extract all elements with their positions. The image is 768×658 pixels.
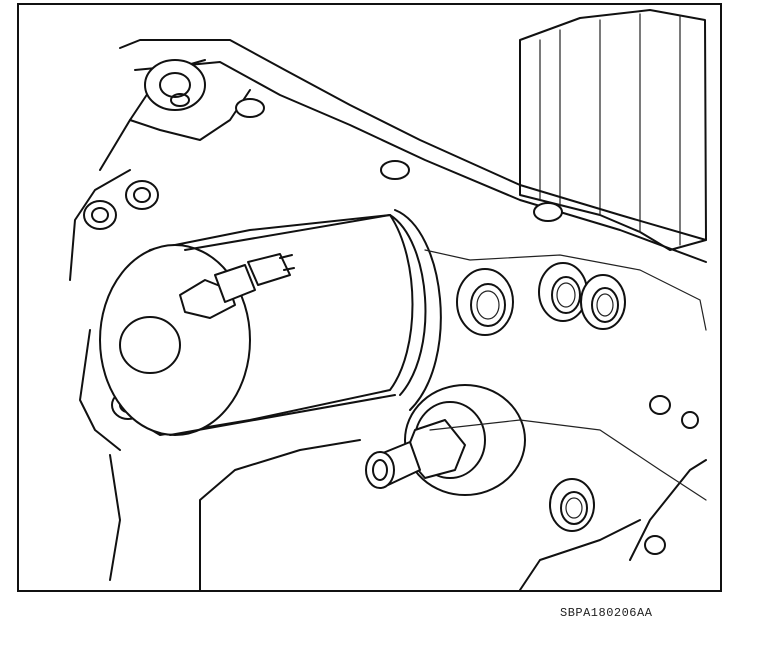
bolt-boss-upper-left [144,59,206,111]
transmission-case [69,9,707,591]
gasket-edge [424,249,707,501]
threaded-ports [456,262,626,532]
figure-caption: SBPA180206AA [560,606,653,620]
flange-bolts [235,98,563,222]
lower-boss [365,384,526,496]
sensor-fitting-upper [179,253,295,319]
mount-holes-right [644,395,699,555]
